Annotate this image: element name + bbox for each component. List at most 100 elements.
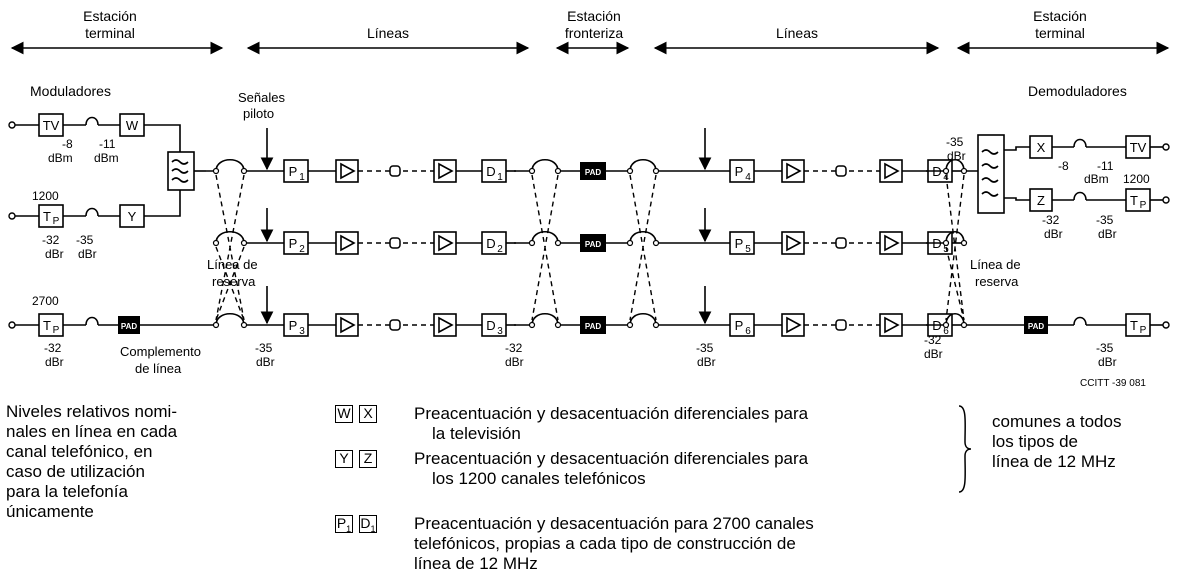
repeater-icon	[389, 237, 401, 249]
y-block-label: Y	[128, 209, 137, 224]
level-left-minus35: -35	[255, 341, 273, 355]
legend-chip-p1: P1	[335, 515, 353, 534]
amplifier-triangle-icon	[884, 316, 900, 334]
legend-note-line: nales en línea en cada	[6, 422, 178, 441]
p-block-letter: P	[289, 164, 298, 179]
d-block-sub: 6	[943, 326, 949, 337]
level-d6-minus32: -32	[924, 333, 942, 347]
level-demod-1200-minus32: -32	[1042, 213, 1060, 227]
filter-symbol-icon-right	[981, 149, 999, 197]
level-demod-1200-dbr-b: dBr	[1098, 227, 1117, 241]
p-block-sub: 1	[299, 172, 305, 183]
repeater-icon	[835, 165, 847, 177]
left-switch-area: Señales piloto Línea de reserva -35 dBr	[206, 90, 285, 369]
complement-label-1: Complemento	[120, 344, 201, 359]
repeater-icon	[835, 319, 847, 331]
filter-symbol-icon	[171, 159, 189, 183]
d-block-sub: 3	[497, 326, 503, 337]
legend-item-tv-line: la televisión	[432, 424, 521, 443]
figure-id: CCITT -39 081	[1080, 378, 1146, 389]
amplifier-triangle-icon	[340, 234, 356, 252]
d-block-letter: D	[486, 318, 495, 333]
level-demod-tv-dbm: dBm	[1084, 172, 1109, 186]
w-block-label: W	[126, 118, 139, 133]
reserve-right-1: Línea de	[970, 257, 1021, 272]
p-block-sub: 3	[299, 326, 305, 337]
header: Estación terminal Líneas Estación fronte…	[10, 8, 1170, 55]
legend-item-phone-line: los 1200 canales telefónicos	[432, 469, 646, 488]
tp-sub-1200: P	[53, 216, 60, 227]
d-block-sub: 2	[497, 244, 503, 255]
level-p6-dbr: dBr	[697, 355, 716, 369]
level-p6-minus35: -35	[696, 341, 714, 355]
level-1200-minus35: -35	[76, 233, 94, 247]
pad-right-label: PAD	[1028, 322, 1045, 331]
tp-label-2700: T	[43, 318, 51, 333]
legend-item-tv: Preacentuación y desacentuación diferenc…	[414, 404, 954, 444]
pad-frontier-1-label: PAD	[585, 168, 602, 177]
level-demod-dbr: dBr	[947, 149, 966, 163]
level-demod-tv-minus11: -11	[1097, 159, 1114, 173]
pad-frontier-1	[580, 162, 606, 180]
channels-1200-left: 1200	[32, 189, 59, 203]
repeater-icon	[389, 165, 401, 177]
input-terminal-tv	[8, 121, 16, 129]
legend-chip-w: W	[335, 405, 353, 423]
tv-out-label: TV	[1130, 140, 1147, 155]
header-lines-2: Líneas	[776, 25, 818, 41]
reserve-left-1: Línea de	[207, 257, 258, 272]
pad-frontier-2	[580, 234, 606, 252]
repeater-icon	[389, 319, 401, 331]
pad-block-left	[118, 316, 140, 334]
legend-chip-z: Z	[359, 450, 377, 468]
amplifier-triangle-icon	[786, 234, 802, 252]
level-2700-minus32: -32	[44, 341, 62, 355]
tp-out-2700-label: T	[1130, 318, 1138, 333]
pad-frontier-3-label: PAD	[585, 322, 602, 331]
amplifier-triangle-icon	[884, 234, 900, 252]
legend-note-line: caso de utilización	[6, 462, 145, 481]
demodulators-label: Demoduladores	[1028, 83, 1127, 99]
p-block-letter: P	[735, 318, 744, 333]
reserve-right-2: reserva	[975, 274, 1019, 289]
tp-out-1200-label: T	[1130, 193, 1138, 208]
amplifier-triangle-icon	[340, 162, 356, 180]
level-demod-2700-minus35: -35	[1096, 341, 1114, 355]
level-d6-dbr: dBr	[924, 347, 943, 361]
level-tv-minus8: -8	[62, 137, 73, 151]
pad-frontier-2-label: PAD	[585, 240, 602, 249]
modulators-section: Moduladores TV W -8 dBm -11 dBm 1200 T P…	[8, 83, 210, 376]
header-terminal-left-1: Estación	[83, 8, 137, 24]
pad-left-label: PAD	[121, 322, 138, 331]
legend-chip-y: Y	[335, 450, 353, 468]
level-demod-minus35: -35	[946, 135, 964, 149]
legend-item-2700-line: telefónicos, propias a cada tipo de cons…	[414, 534, 796, 553]
header-terminal-right-2: terminal	[1035, 25, 1085, 41]
p-block-sub: 5	[745, 244, 751, 255]
d-block-letter: D	[486, 236, 495, 251]
z-block-label: Z	[1037, 193, 1045, 208]
header-terminal-left-2: terminal	[85, 25, 135, 41]
tp-sub-2700: P	[53, 325, 60, 336]
frontier-station: PAD PAD PAD -32 dBr -35 dBr	[505, 128, 730, 369]
p-block-letter: P	[289, 318, 298, 333]
level-2700-dbr: dBr	[45, 355, 64, 369]
legend-chip-d1-sub: 1	[370, 523, 376, 534]
legend-chip-d1-letter: D	[360, 515, 371, 531]
level-1200-minus32: -32	[42, 233, 60, 247]
level-demod-1200-minus35: -35	[1096, 213, 1114, 227]
level-tv-minus11: -11	[99, 137, 116, 151]
level-left-dbr: dBr	[256, 355, 275, 369]
p-block-sub: 6	[745, 326, 751, 337]
legend-item-2700-line: Preacentuación y desacentuación para 270…	[414, 514, 814, 533]
amplifier-triangle-icon	[884, 162, 900, 180]
tp-out-2700-sub: P	[1140, 325, 1147, 336]
legend-item-phone-line: Preacentuación y desacentuación diferenc…	[414, 449, 809, 468]
legend-note-line: Niveles relativos nomi-	[6, 402, 177, 421]
p-block-sub: 4	[745, 172, 751, 183]
amplifier-triangle-icon	[438, 234, 454, 252]
legend-note-line: canal telefónico, en	[6, 442, 153, 461]
